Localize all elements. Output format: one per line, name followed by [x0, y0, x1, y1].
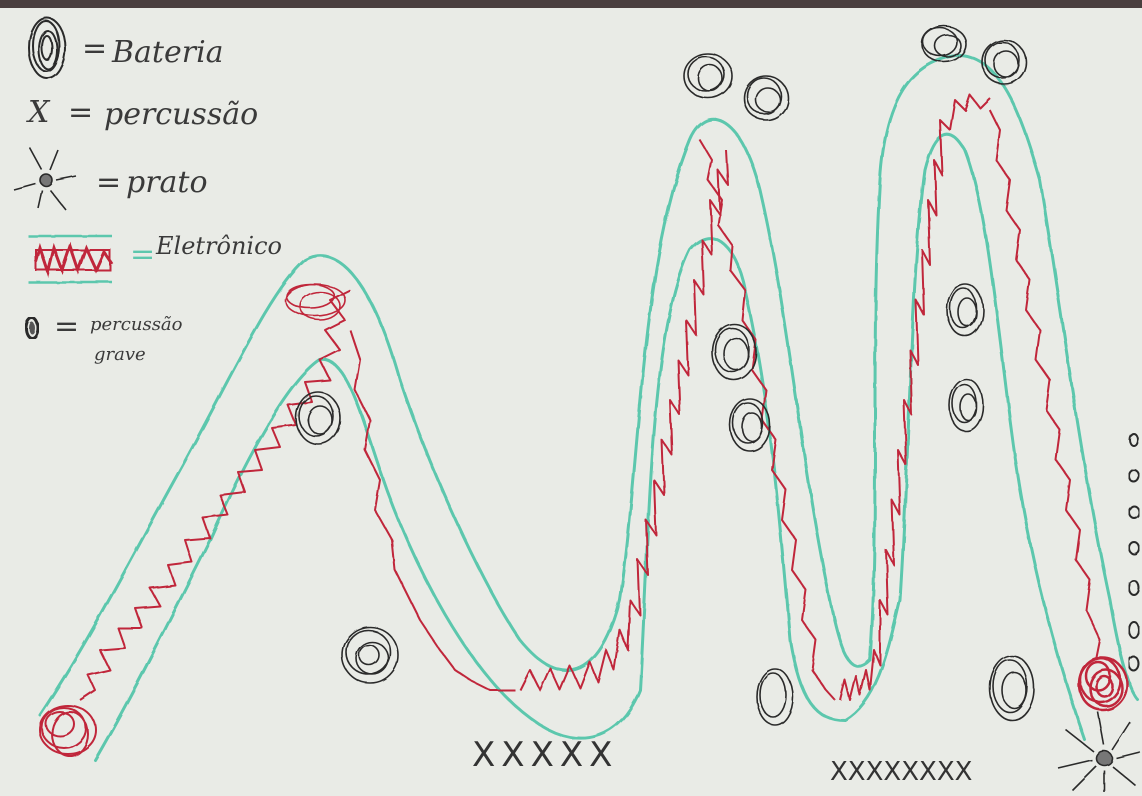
- drum-circle: [757, 669, 793, 725]
- drum-circle: [990, 656, 1034, 720]
- legend-percussao-grave-equals: =: [54, 309, 79, 344]
- electronic-end-blob: [1079, 658, 1127, 710]
- legend-bateria-equals: =: [82, 31, 107, 66]
- electronic-start-blob: [40, 706, 96, 756]
- scribbled-circle-icon: [29, 18, 65, 78]
- drum-circle: [744, 76, 788, 120]
- photo-edge: [0, 0, 1142, 8]
- drum-circle: [949, 379, 983, 431]
- legend-bateria-label: Bateria: [111, 35, 224, 70]
- red-zigzag-band-icon: [28, 236, 112, 282]
- legend-percussao-equals: =: [68, 95, 93, 130]
- legend-eletronico-label: Eletrônico: [155, 232, 282, 260]
- drum-circle: [296, 392, 340, 444]
- legend-percussao-symbol: X: [26, 95, 51, 130]
- legend-prato-equals: =: [96, 165, 121, 200]
- electronic-peak-blob: [285, 284, 345, 320]
- cymbal-icon: [1058, 712, 1140, 792]
- drum-circle: [922, 26, 966, 62]
- sun-cymbal-icon: [14, 148, 76, 210]
- small-filled-oval-icon: [26, 318, 38, 338]
- legend-percussao-grave-line2: grave: [94, 344, 146, 365]
- percussion-x-row-2: XXXXXXXX: [830, 757, 973, 787]
- electronic-zigzag: [80, 95, 1100, 700]
- drum-circle: [730, 399, 770, 451]
- drum-circle: [982, 40, 1026, 84]
- legend-eletronico-equals: =: [130, 237, 155, 272]
- legend-percussao-grave-line1: percussão: [90, 314, 183, 335]
- drum-circle: [947, 284, 983, 336]
- legend: = Bateria X = percussão = prato = Eletrô…: [14, 18, 282, 365]
- low-percussion-marks: [1129, 434, 1139, 671]
- legend-prato-label: prato: [126, 165, 208, 200]
- teal-path: [40, 55, 1138, 760]
- drum-circle: [684, 54, 732, 98]
- drum-circle: [342, 627, 398, 683]
- legend-percussao-label: percussão: [104, 97, 258, 132]
- drum-circles: [296, 26, 1034, 725]
- percussion-x-row-1: XXXXX: [472, 735, 618, 775]
- drum-circle: [712, 324, 756, 380]
